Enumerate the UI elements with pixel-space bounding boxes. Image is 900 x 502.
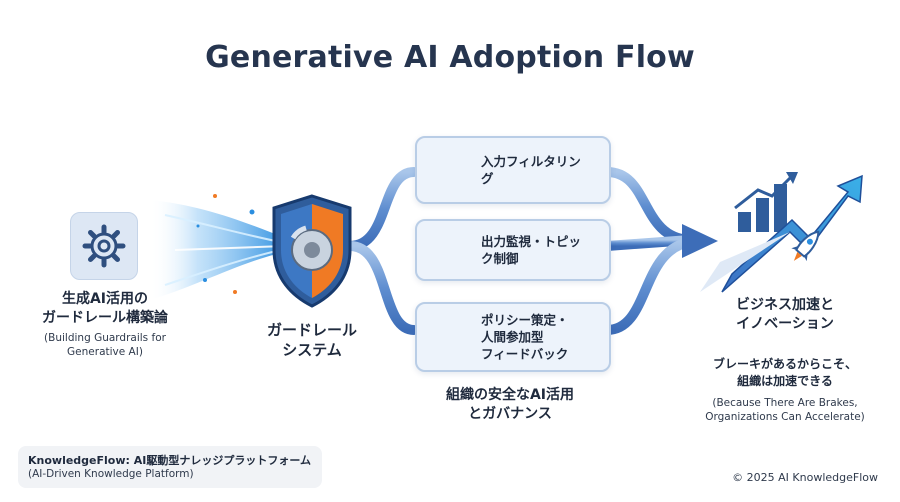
- footer-brand-box: [18, 446, 322, 488]
- branch-pipes: [345, 167, 695, 335]
- right-tagline: ブレーキがあるからこそ、 組織は加速できる: [712, 357, 857, 388]
- card-policy-feedback-text: ポリシー策定・ 人間参加型 フィードバック: [481, 312, 569, 362]
- data-stream: [150, 194, 286, 300]
- shield-brake-icon: [272, 194, 352, 308]
- center-label: ガードレール システム: [266, 321, 357, 359]
- right-label: ビジネス加速と イノベーション: [736, 297, 834, 332]
- card-policy-feedback: ポリシー策定・ 人間参加型 フィードバック: [415, 302, 611, 372]
- growth-rocket-icon: [700, 172, 863, 293]
- gear-icon-tile: [70, 212, 138, 280]
- left-label: 生成AI活用の ガードレール構築論: [42, 291, 168, 326]
- right-translation: (Because There Are Brakes, Organizations…: [705, 397, 865, 423]
- governance-label: 組織の安全なAI活用 とガバナンス: [445, 387, 575, 422]
- page-title: Generative AI Adoption Flow: [205, 40, 695, 75]
- copyright: © 2025 AI KnowledgeFlow: [732, 471, 878, 484]
- card-output-monitoring: 出力監視・トピッ ク制御: [415, 219, 611, 281]
- card-input-filtering-text: 入力フィルタリン グ: [481, 154, 581, 186]
- footer-brand-sub: (AI-Driven Knowledge Platform): [28, 468, 194, 480]
- footer-brand: KnowledgeFlow: AI駆動型ナレッジプラットフォーム: [28, 454, 312, 467]
- card-input-filtering: 入力フィルタリン グ: [415, 136, 611, 204]
- branch-arrowhead: [682, 224, 718, 258]
- gear-icon: [82, 224, 126, 268]
- left-sublabel: (Building Guardrails for Generative AI): [44, 332, 166, 358]
- card-output-monitoring-text: 出力監視・トピッ ク制御: [481, 234, 582, 266]
